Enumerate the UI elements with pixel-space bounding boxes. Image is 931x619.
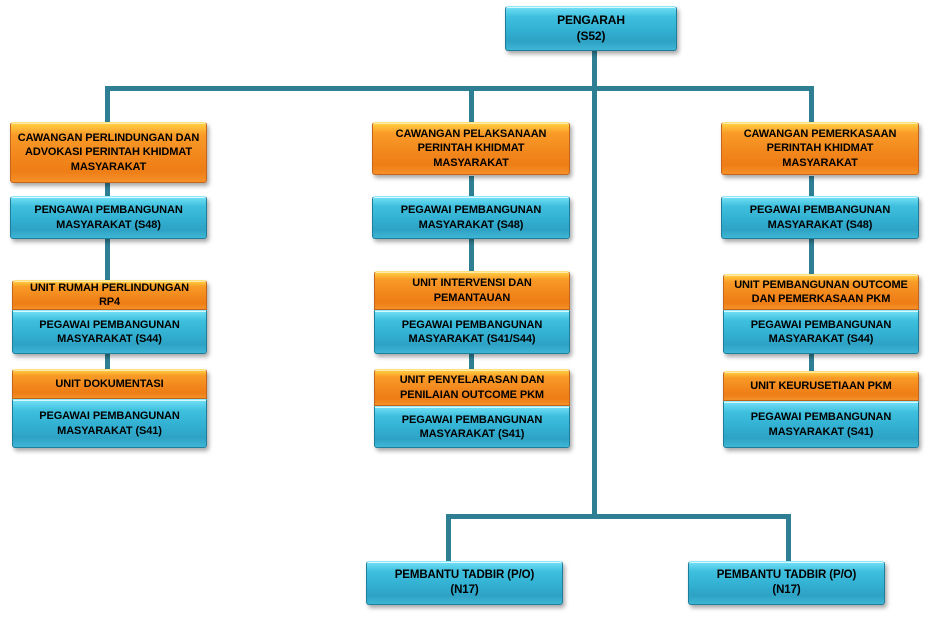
connector-drop-branch-2 [469,86,474,122]
connector-drop-support-1 [446,514,451,562]
node-branch-3-unit-1-officer-label: PEGAWAI PEMBANGUNAN MASYARAKAT (S44) [750,318,892,345]
connector-drop-support-2 [786,514,791,562]
node-branch-3-unit-2-officer-label: PEGAWAI PEMBANGUNAN MASYARAKAT (S41) [750,411,892,438]
node-branch-2-unit-1-officer-label: PEGAWAI PEMBANGUNAN MASYARAKAT (S41/S44) [401,318,543,345]
node-branch-1-unit-1-officer[interactable]: PEGAWAI PEMBANGUNAN MASYARAKAT (S44) [12,310,207,354]
connector-b2-unit1-unit2 [469,353,474,371]
node-branch-3-unit-1-officer[interactable]: PEGAWAI PEMBANGUNAN MASYARAKAT (S44) [723,310,919,354]
node-branch-2-unit-2-officer-label: PEGAWAI PEMBANGUNAN MASYARAKAT (S41) [401,413,543,440]
connector-b2-officer-unit1 [469,238,474,271]
node-branch-3-head-label: CAWANGAN PEMERKASAAN PERINTAH KHIDMAT MA… [743,128,897,169]
node-branch-3-head[interactable]: CAWANGAN PEMERKASAAN PERINTAH KHIDMAT MA… [721,122,919,175]
node-branch-1-officer-label: PENGAWAI PEMBANGUNAN MASYARAKAT (S48) [34,204,183,231]
node-branch-2-head[interactable]: CAWANGAN PELAKSANAAN PERINTAH KHIDMAT MA… [372,122,570,175]
node-branch-3-unit-2-label: UNIT KEURUSETIAAN PKM [750,379,892,392]
node-branch-2-unit-2[interactable]: UNIT PENYELARASAN DAN PENILAIAN OUTCOME … [374,369,570,406]
node-support-2[interactable]: PEMBANTU TADBIR (P/O) (N17) [688,561,885,605]
node-pengarah-line1: PENGARAH [557,13,625,28]
node-branch-3-unit-1[interactable]: UNIT PEMBANGUNAN OUTCOME DAN PEMERKASAAN… [723,274,919,310]
connector-support-bus [446,514,791,519]
node-support-1-line2: (N17) [450,584,479,596]
node-branch-2-unit-1[interactable]: UNIT INTERVENSI DAN PEMANTAUAN [374,271,570,310]
node-pengarah-line2: (S52) [576,28,606,43]
node-support-1-label: PEMBANTU TADBIR (P/O) (N17) [373,568,556,597]
node-branch-3-unit-2-officer[interactable]: PEGAWAI PEMBANGUNAN MASYARAKAT (S41) [723,401,919,448]
node-pengarah-label: PENGARAH(S52) [512,13,670,44]
node-pengarah[interactable]: PENGARAH(S52) [505,6,677,51]
node-branch-1-head[interactable]: CAWANGAN PERLINDUNGAN DAN ADVOKASI PERIN… [10,122,207,183]
node-branch-2-unit-1-officer[interactable]: PEGAWAI PEMBANGUNAN MASYARAKAT (S41/S44) [374,310,570,354]
node-branch-1-unit-2-officer[interactable]: PEGAWAI PEMBANGUNAN MASYARAKAT (S41) [12,399,207,448]
node-branch-1-unit-1[interactable]: UNIT RUMAH PERLINDUNGAN RP4 [12,280,207,310]
node-branch-1-unit-1-officer-label: PEGAWAI PEMBANGUNAN MASYARAKAT (S44) [39,318,180,345]
connector-drop-branch-1 [105,86,110,122]
node-branch-2-unit-2-officer[interactable]: PEGAWAI PEMBANGUNAN MASYARAKAT (S41) [374,406,570,448]
node-branch-3-unit-2[interactable]: UNIT KEURUSETIAAN PKM [723,371,919,401]
node-branch-3-officer[interactable]: PEGAWAI PEMBANGUNAN MASYARAKAT (S48) [721,196,919,239]
node-branch-2-head-label: CAWANGAN PELAKSANAAN PERINTAH KHIDMAT MA… [395,128,547,169]
node-branch-2-officer-label: PEGAWAI PEMBANGUNAN MASYARAKAT (S48) [400,204,542,231]
connector-b3-head-officer [809,176,814,197]
connector-b3-officer-unit1 [809,238,814,274]
node-branch-1-unit-1-label: UNIT RUMAH PERLINDUNGAN RP4 [29,281,190,308]
node-branch-1-unit-2[interactable]: UNIT DOKUMENTASI [12,369,207,399]
connector-main-bus [105,86,814,91]
node-support-1-line1: PEMBANTU TADBIR (P/O) [394,569,535,582]
connector-b1-officer-unit1 [105,238,110,282]
node-support-2-label: PEMBANTU TADBIR (P/O) (N17) [695,568,878,597]
node-branch-1-unit-2-officer-label: PEGAWAI PEMBANGUNAN MASYARAKAT (S41) [39,410,180,437]
node-support-2-line2: (N17) [772,584,801,596]
node-branch-1-head-label: CAWANGAN PERLINDUNGAN DAN ADVOKASI PERIN… [17,132,200,173]
connector-b1-head-officer [105,183,110,197]
connector-root-down [592,50,597,90]
node-branch-2-unit-1-label: UNIT INTERVENSI DAN PEMANTAUAN [412,277,532,304]
node-support-1[interactable]: PEMBANTU TADBIR (P/O) (N17) [366,561,563,605]
connector-b3-unit1-unit2 [809,353,814,371]
node-support-2-line1: PEMBANTU TADBIR (P/O) [716,569,857,582]
connector-drop-branch-3 [809,86,814,122]
node-branch-3-officer-label: PEGAWAI PEMBANGUNAN MASYARAKAT (S48) [749,204,891,231]
connector-b2-head-officer [469,176,474,197]
node-branch-1-officer[interactable]: PENGAWAI PEMBANGUNAN MASYARAKAT (S48) [10,196,207,239]
node-branch-2-officer[interactable]: PEGAWAI PEMBANGUNAN MASYARAKAT (S48) [372,196,570,239]
node-branch-1-unit-2-label: UNIT DOKUMENTASI [55,377,164,390]
node-branch-2-unit-2-label: UNIT PENYELARASAN DAN PENILAIAN OUTCOME … [399,374,545,401]
connector-b1-unit1-unit2 [105,353,110,371]
node-branch-3-unit-1-label: UNIT PEMBANGUNAN OUTCOME DAN PEMERKASAAN… [734,278,908,305]
connector-root-spine-support [592,86,597,516]
